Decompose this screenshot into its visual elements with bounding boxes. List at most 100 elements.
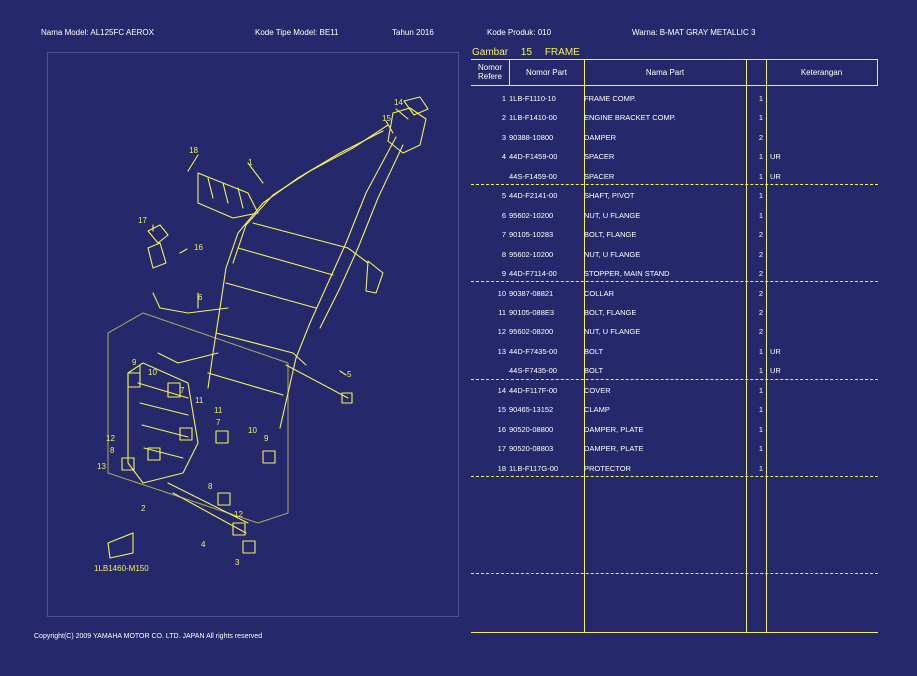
part-name: ENGINE BRACKET COMP. [584,113,676,123]
ref-number: 3 [501,132,506,142]
callout-18: 18 [189,146,198,155]
callout-13: 13 [97,462,106,471]
part-name: DAMPER, PLATE [584,444,644,454]
quantity: 1 [758,463,763,473]
product-code: Kode Produk: 010 [487,28,552,37]
callout-8b: 8 [208,482,213,491]
callout-9: 9 [132,358,137,367]
col-header-ref: Nomor Refere [477,63,502,81]
protector-shape [197,172,259,219]
part-number: 90465-13152 [509,405,554,415]
ref-number: 13 [497,346,506,356]
part-name: BOLT, FLANGE [584,307,637,317]
part-number: 44D-F7114-00 [509,269,557,279]
part-name: DAMPER [584,132,617,142]
callout-4: 4 [201,540,206,549]
model-type-code: Kode Tipe Model: BE11 [255,28,339,37]
callout-10: 10 [148,368,157,377]
part-number: 90520-08803 [509,444,554,454]
callout-11: 11 [195,396,204,405]
ref-number: 5 [501,191,506,201]
quantity: 1 [758,191,763,201]
quantity: 2 [758,249,763,259]
part-name: NUT, U FLANGE [584,249,641,259]
part-number: 90105-088E3 [509,307,555,317]
callout-15: 15 [382,114,391,123]
part-name: FRAME COMP. [584,94,636,103]
callout-7b: 7 [216,418,221,427]
part-name: NUT, U FLANGE [584,327,641,337]
ref-number: 15 [497,405,506,415]
part-number: 95602-08200 [509,327,554,337]
part-name: COLLAR [584,288,615,298]
part-number: 1LB-F1110-10 [509,94,556,103]
remarks: UR [770,152,781,162]
callout-8: 8 [110,446,115,455]
part-name: BOLT, FLANGE [584,230,637,240]
callout-10b: 10 [248,426,257,435]
quantity: 1 [758,424,763,434]
part-name: CLAMP [584,405,610,415]
callout-1: 1 [248,158,253,167]
quantity: 1 [758,171,763,181]
quantity: 1 [758,385,763,395]
ref-number: 2 [501,113,506,123]
part-number: 1LB-F117G-00 [509,463,559,473]
callout-12: 12 [106,434,115,443]
quantity: 1 [758,405,763,415]
part-number: 44S-F7435-00 [509,366,557,376]
ref-number: 7 [501,230,506,240]
part-name: NUT, U FLANGE [584,210,641,220]
part-name: BOLT [584,366,604,376]
callout-6: 6 [198,293,203,302]
part-number: 44D-F117F-00 [509,385,558,395]
ref-number: 9 [501,269,506,279]
copyright: Copyright(C) 2009 YAMAHA MOTOR CO. LTD. … [34,633,263,640]
quantity: 2 [758,307,763,317]
ref-number: 12 [497,327,506,337]
col-header-part-number: Nomor Part [526,67,567,77]
diagram-code: 1LB1460-M150 [94,564,149,573]
figure-name: FRAME [544,47,580,58]
callout-17: 17 [138,216,147,225]
ref-number: 18 [497,463,506,473]
ref-number: 14 [497,385,506,395]
callout-11b: 11 [214,406,223,415]
part-number: 90387-08821 [509,288,554,298]
pivot-shaft [285,364,349,399]
quantity: 1 [758,210,763,220]
parts-table: Nomor Refere Nomor Part Nama Part Ketera… [471,59,878,633]
part-number: 44D-F7435-00 [509,346,558,356]
ref-number: 4 [501,152,506,162]
col-header-remarks: Keterangan [800,67,843,77]
col-header-part-name: Nama Part [645,67,685,77]
quantity: 2 [758,230,763,240]
part-name: DAMPER, PLATE [584,424,644,434]
callout-14: 14 [394,98,403,107]
col-header-qty [746,59,766,85]
part-name: COVER [584,385,611,395]
part-number: 90388-10800 [509,132,554,142]
part-name: STOPPER, MAIN STAND [584,269,670,279]
callout-3: 3 [235,558,240,567]
